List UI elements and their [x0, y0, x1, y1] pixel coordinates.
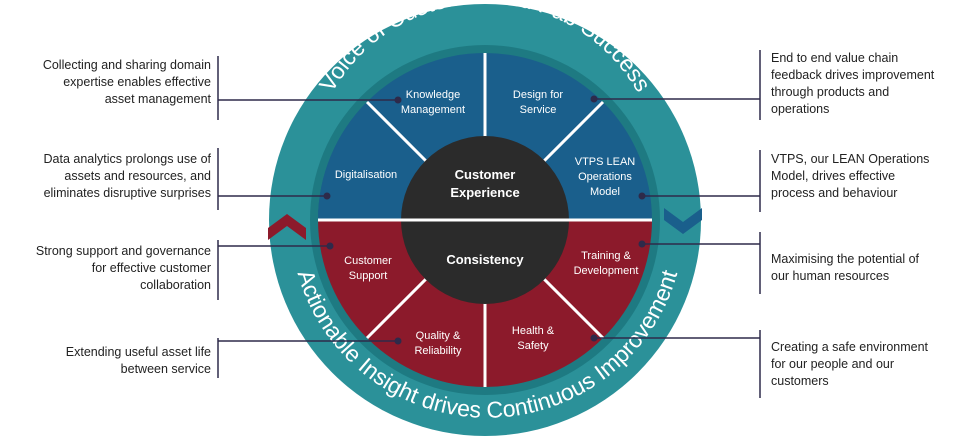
- leader-dots: [323, 95, 646, 345]
- note-customer-support: Strong support and governance for effect…: [35, 244, 211, 292]
- note-digitalisation: Data analytics prolongs use of assets an…: [43, 152, 211, 200]
- segment-label-training: Training & Development: [574, 250, 639, 277]
- svg-text:Quality &: Quality &: [416, 330, 461, 342]
- svg-text:Management: Management: [401, 104, 465, 116]
- segment-label-support: Customer Support: [344, 255, 392, 282]
- note-vtps: VTPS, our LEAN Operations Model, drives …: [771, 152, 930, 200]
- hub-bottom: [401, 220, 569, 304]
- segment-label-quality: Quality & Reliability: [414, 330, 462, 357]
- svg-text:Knowledge: Knowledge: [406, 89, 460, 101]
- note-design-for-service: End to end value chain feedback drives i…: [771, 51, 935, 116]
- hub-top-label-1: Customer: [455, 167, 516, 182]
- chevron-down-icon: [664, 208, 702, 234]
- svg-text:Health &: Health &: [512, 325, 555, 337]
- note-health-safety: Creating a safe environment for our peop…: [771, 340, 929, 388]
- segment-label-health: Health & Safety: [512, 325, 555, 352]
- svg-text:Model: Model: [590, 186, 620, 198]
- segment-label-design: Design for Service: [513, 89, 563, 116]
- note-training-development: Maximising the potential of our human re…: [771, 252, 919, 283]
- note-quality-reliability: Extending useful asset life between serv…: [65, 345, 211, 376]
- hub-top-label-2: Experience: [450, 185, 519, 200]
- chevron-up-icon: [268, 214, 306, 240]
- segment-label-knowledge: Knowledge Management: [401, 89, 465, 116]
- segment-label-vtps: VTPS LEAN Operations Model: [575, 156, 636, 198]
- svg-text:Development: Development: [574, 265, 639, 277]
- svg-text:Safety: Safety: [517, 340, 549, 352]
- hub-top: [401, 136, 569, 220]
- svg-text:Training &: Training &: [581, 250, 631, 262]
- hub-bottom-label: Consistency: [446, 252, 524, 267]
- svg-text:Customer: Customer: [344, 255, 392, 267]
- svg-text:Reliability: Reliability: [414, 345, 462, 357]
- svg-text:Digitalisation: Digitalisation: [335, 169, 397, 181]
- segment-label-digitalisation: Digitalisation: [335, 169, 397, 181]
- svg-text:Design for: Design for: [513, 89, 563, 101]
- svg-text:Service: Service: [520, 104, 557, 116]
- svg-text:VTPS LEAN: VTPS LEAN: [575, 156, 636, 168]
- leader-lines: [217, 50, 761, 398]
- svg-text:Operations: Operations: [578, 171, 632, 183]
- svg-text:Support: Support: [349, 270, 388, 282]
- note-knowledge-management: Collecting and sharing domain expertise …: [42, 58, 211, 106]
